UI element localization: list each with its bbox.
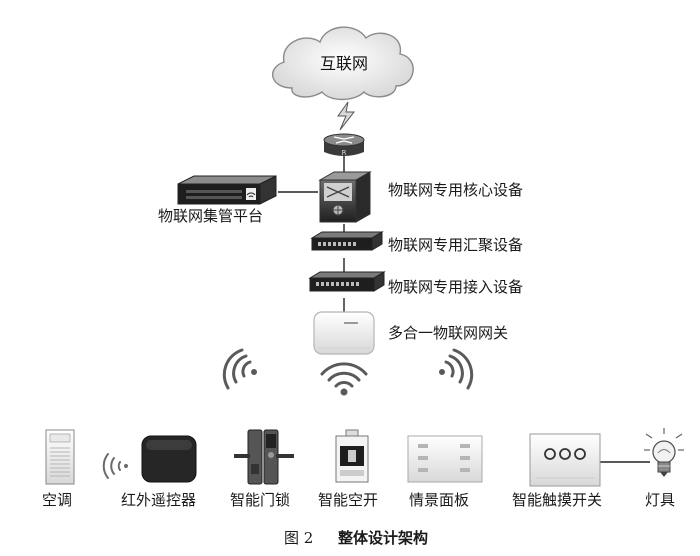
aggregation-device-label: 物联网专用汇聚设备 [388, 236, 524, 254]
aggregation-switch-icon [310, 231, 384, 251]
touch-switch-icon [529, 433, 601, 487]
air-conditioner-icon [45, 429, 75, 485]
terminal-label-circuit-breaker: 智能空开 [318, 491, 379, 509]
access-device-label: 物联网专用接入设备 [388, 278, 524, 296]
management-platform-label: 物联网集管平台 [158, 207, 264, 225]
svg-text:R: R [342, 149, 347, 157]
smart-lock-icon [234, 429, 294, 485]
terminal-label-scene-panel: 情景面板 [409, 491, 470, 509]
ir-remote-icon [141, 435, 197, 483]
gateway-label: 多合一物联网网关 [388, 324, 509, 342]
internet-label: 互联网 [320, 54, 368, 73]
figure-title: 整体设计架构 [338, 529, 429, 547]
terminal-label-touch-switch: 智能触摸开关 [512, 491, 603, 509]
circuit-breaker-icon [335, 429, 369, 483]
terminal-label-air-conditioner: 空调 [42, 491, 73, 509]
terminal-label-light: 灯具 [645, 491, 676, 509]
access-switch-icon [308, 271, 386, 292]
management-server-icon [177, 175, 277, 205]
terminal-label-ir-remote: 红外遥控器 [121, 491, 197, 509]
wifi-signal-left-icon [222, 348, 257, 390]
connection-lines [278, 156, 650, 463]
router-icon: R [323, 133, 365, 157]
core-device-label: 物联网专用核心设备 [388, 181, 524, 199]
light-bulb-icon [644, 428, 684, 477]
scene-panel-icon [407, 435, 483, 483]
terminal-label-smart-lock: 智能门锁 [230, 491, 291, 509]
wifi-signal-right-icon [439, 348, 474, 390]
internet-cloud [272, 26, 414, 101]
figure-number: 图 2 [284, 529, 314, 547]
wifi-signal-center-icon [320, 362, 368, 396]
gateway-icon [313, 311, 375, 355]
lightning-icon [337, 101, 356, 131]
core-switch-icon [318, 171, 372, 223]
infrared-signal-icon [102, 453, 128, 479]
